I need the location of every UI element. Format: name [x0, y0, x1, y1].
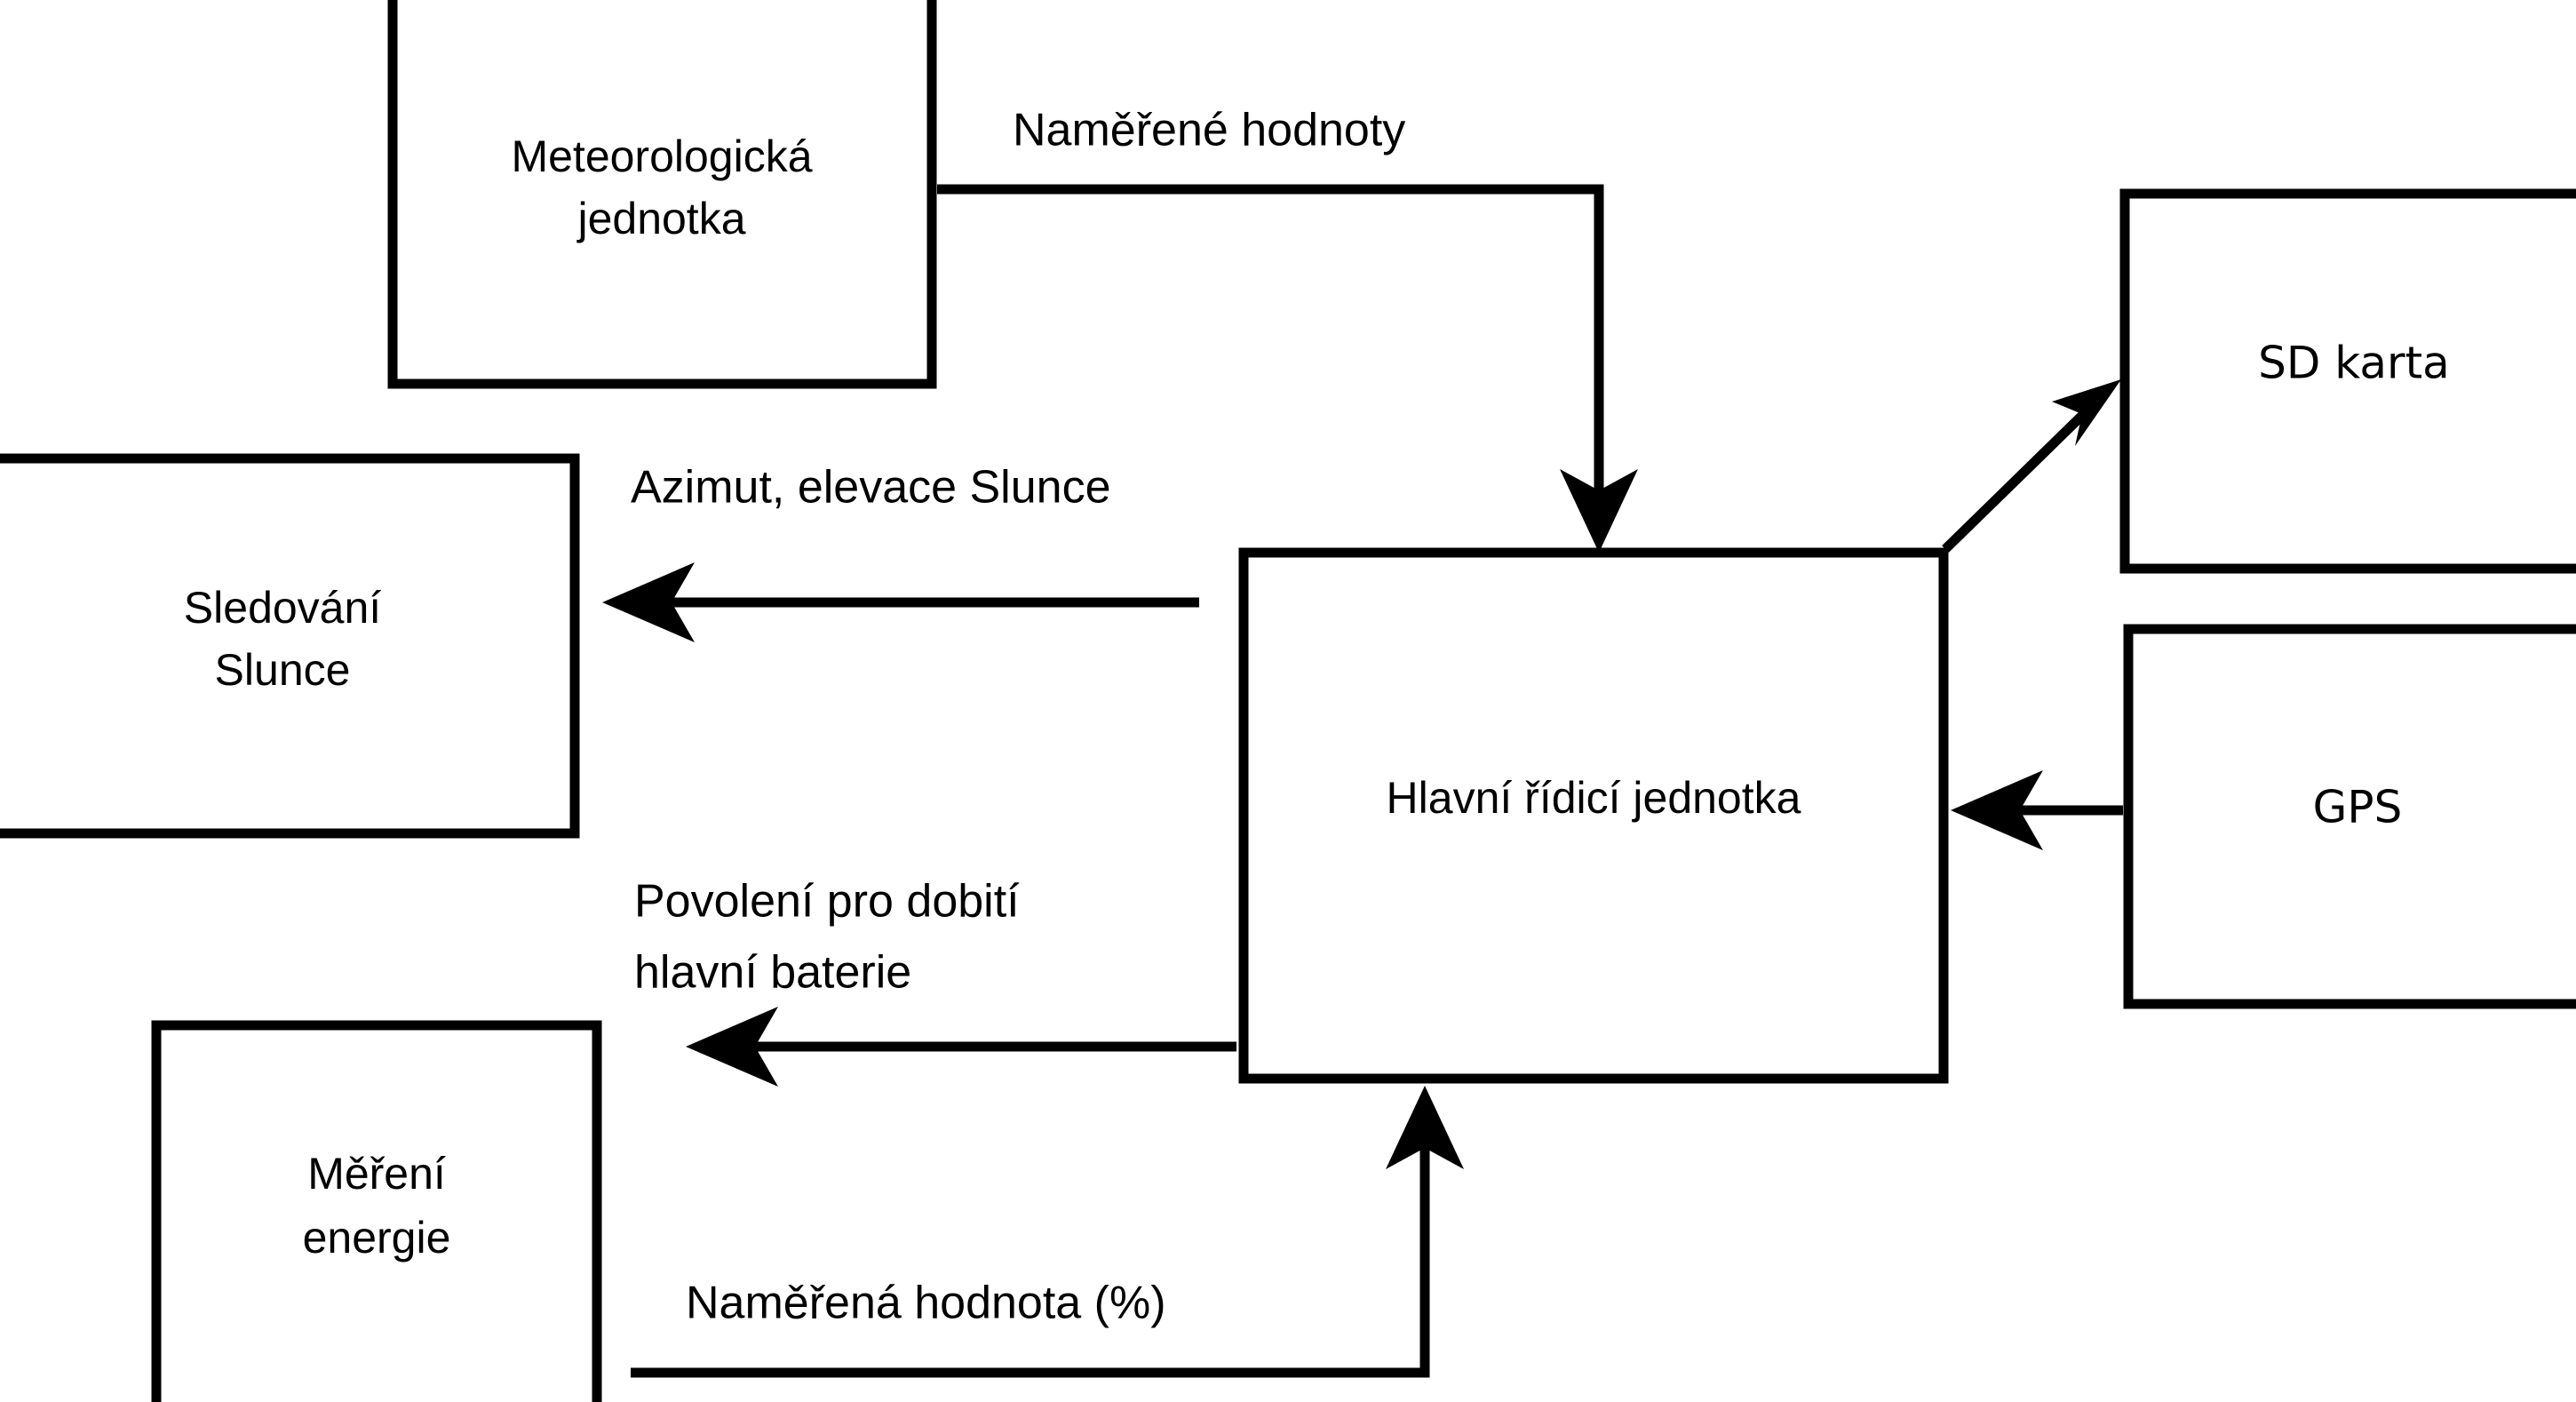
node-gps-box[interactable]	[2123, 624, 2576, 1009]
edge-meteo-to-main-line	[937, 184, 1604, 533]
node-main-control-unit-label: Hlavní řídicí jednotka	[1387, 773, 1801, 823]
node-meteo-unit-box[interactable]	[387, 0, 937, 389]
edge-energy-to-main-arrowhead	[1386, 1086, 1464, 1169]
node-energy-measurement[interactable]: Měření energie	[151, 1020, 602, 1402]
edge-gps-to-main-arrowhead	[1951, 770, 2043, 850]
edge-gps-to-main	[1951, 770, 2123, 850]
node-gps[interactable]: GPS	[2123, 624, 2576, 1009]
node-meteo-unit[interactable]: Meteorologická jednotka	[387, 0, 937, 389]
edge-main-to-sdcard	[1942, 379, 2121, 553]
edge-main-to-tracking-arrowhead	[602, 562, 695, 642]
edge-label-azimuth-elevation: Azimut, elevace Slunce	[631, 462, 1111, 514]
node-energy-measurement-label-line1: Měření	[307, 1149, 446, 1199]
edge-main-to-sdcard-arrowhead	[2052, 379, 2121, 446]
node-energy-measurement-label-line2: energie	[303, 1213, 451, 1263]
edge-label-measured-values: Naměřené hodnoty	[1013, 105, 1405, 156]
node-sun-tracking[interactable]: Sledování Slunce	[0, 453, 580, 839]
node-sun-tracking-label-line1: Sledování	[184, 583, 381, 633]
edge-energy-to-main-line	[631, 1146, 1430, 1378]
node-sd-card[interactable]: SD karta	[2119, 188, 2576, 574]
node-main-control-unit[interactable]: Hlavní řídicí jednotka	[1238, 547, 1949, 1084]
node-sd-card-box[interactable]	[2119, 188, 2576, 574]
edge-meteo-to-main	[937, 184, 1638, 553]
edge-main-to-sdcard-line	[1942, 398, 2100, 553]
edge-energy-to-main	[631, 1086, 1464, 1378]
node-meteo-unit-label-line1: Meteorologická	[511, 131, 812, 181]
edge-main-to-tracking	[602, 562, 1199, 642]
edge-main-to-energy-arrowhead	[686, 1007, 778, 1087]
edge-label-measured-value-percent: Naměřená hodnota (%)	[686, 1278, 1166, 1329]
node-sun-tracking-label-line2: Slunce	[215, 645, 351, 695]
node-energy-measurement-box[interactable]	[151, 1020, 602, 1402]
node-main-control-unit-box[interactable]	[1238, 547, 1949, 1084]
node-meteo-unit-label-line2: jednotka	[576, 194, 745, 243]
node-sd-card-label: SD karta	[2258, 338, 2450, 389]
node-gps-label: GPS	[2313, 782, 2403, 833]
edge-label-charge-permission-line2: hlavní baterie	[634, 947, 911, 999]
edge-label-charge-permission-line1: Povolení pro dobití	[634, 876, 1020, 928]
edge-main-to-energy	[686, 1007, 1236, 1087]
edge-meteo-to-main-arrowhead	[1560, 469, 1638, 553]
node-sun-tracking-box[interactable]	[0, 453, 580, 839]
